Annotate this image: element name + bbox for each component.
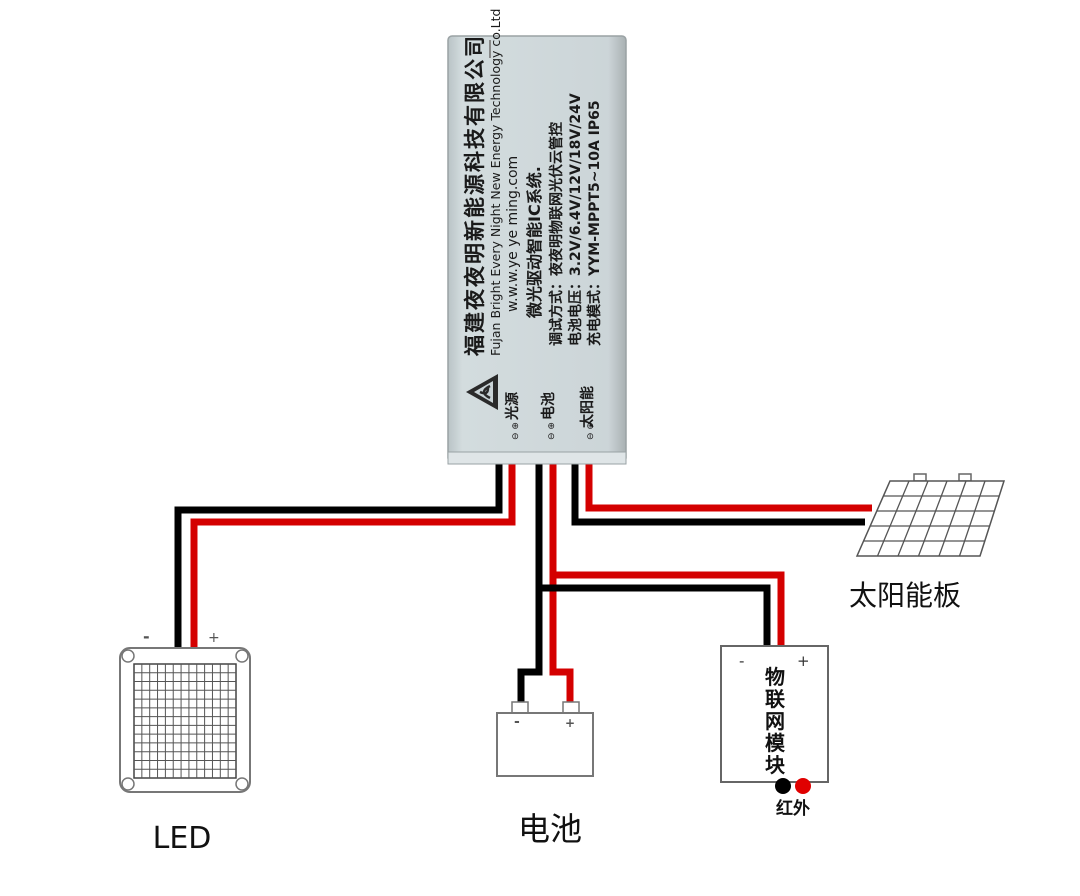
iot-module-label: 物联网模块 — [765, 665, 786, 777]
led-negative-wire — [174, 462, 503, 648]
led-minus-sign: - — [143, 627, 150, 646]
iot-positive-wire — [553, 571, 785, 648]
battery-positive-wire — [549, 462, 574, 702]
charge-mode-text: 充电模式：YYM-MPPT5~10A IP65 — [586, 100, 603, 346]
terminal-symbols: ⊖ ⊕ — [586, 422, 596, 440]
slogan: 微光驱动智能IC系统. — [525, 166, 544, 319]
led-label: LED — [153, 821, 212, 856]
battery-minus-sign: - — [514, 714, 520, 730]
ir-black-dot-icon — [775, 778, 791, 794]
battery-label: 电池 — [518, 810, 582, 848]
led-chip-grid — [133, 663, 237, 779]
battery-voltage-text: 电池电压：3.2V/6.4V/12V/18V/24V — [567, 93, 584, 346]
terminal-symbols: ⊖ ⊕ — [511, 422, 521, 440]
terminal-battery: 电池 ⊖ ⊕ — [540, 392, 557, 440]
solar-cell-grid — [855, 480, 1006, 557]
iot-negative-wire — [539, 584, 771, 648]
led-positive-wire — [190, 462, 516, 648]
iot-module: - + 物联网模块 红外 — [720, 645, 829, 819]
terminal-symbols: ⊖ ⊕ — [547, 422, 557, 440]
solar-controller: 福建夜夜明新能源科技有限公司 Fujan Bright Every Night … — [447, 9, 627, 465]
wires — [174, 462, 872, 702]
led-panel: - + LED — [119, 627, 251, 856]
iot-minus-sign: - — [739, 652, 744, 670]
company-name-en: Fujan Bright Every Night New Energy Tech… — [488, 9, 503, 356]
iot-plus-sign: + — [797, 652, 810, 670]
battery: - + 电池 — [496, 701, 594, 848]
solar-panel-label: 太阳能板 — [849, 579, 961, 612]
terminal-light-source: 光源 ⊖ ⊕ — [504, 392, 521, 440]
company-name-cn: 福建夜夜明新能源科技有限公司 — [463, 34, 487, 357]
terminal-label: 太阳能 — [579, 386, 596, 428]
solar-negative-wire — [571, 462, 865, 526]
led-plus-sign: + — [208, 630, 220, 646]
battery-negative-wire — [517, 462, 543, 702]
terminal-solar: 太阳能 ⊖ ⊕ — [579, 386, 596, 440]
ir-label: 红外 — [776, 798, 810, 819]
solar-positive-wire — [585, 462, 872, 512]
ir-red-dot-icon — [795, 778, 811, 794]
solar-panel: 太阳能板 — [849, 473, 1006, 612]
debug-mode-text: 调试方式：夜夜明物联网光伏云管控 — [548, 122, 565, 346]
company-logo-icon — [466, 374, 498, 410]
terminal-label: 光源 — [504, 392, 521, 421]
battery-plus-sign: + — [565, 716, 575, 730]
terminal-labels: 光源 ⊖ ⊕ 电池 ⊖ ⊕ 太阳能 ⊖ ⊕ — [504, 386, 596, 440]
iot-module-body — [720, 645, 829, 783]
battery-body — [496, 712, 594, 777]
company-website: w.w.w.ye ye ming.com — [505, 156, 521, 312]
terminal-label: 电池 — [540, 392, 557, 420]
